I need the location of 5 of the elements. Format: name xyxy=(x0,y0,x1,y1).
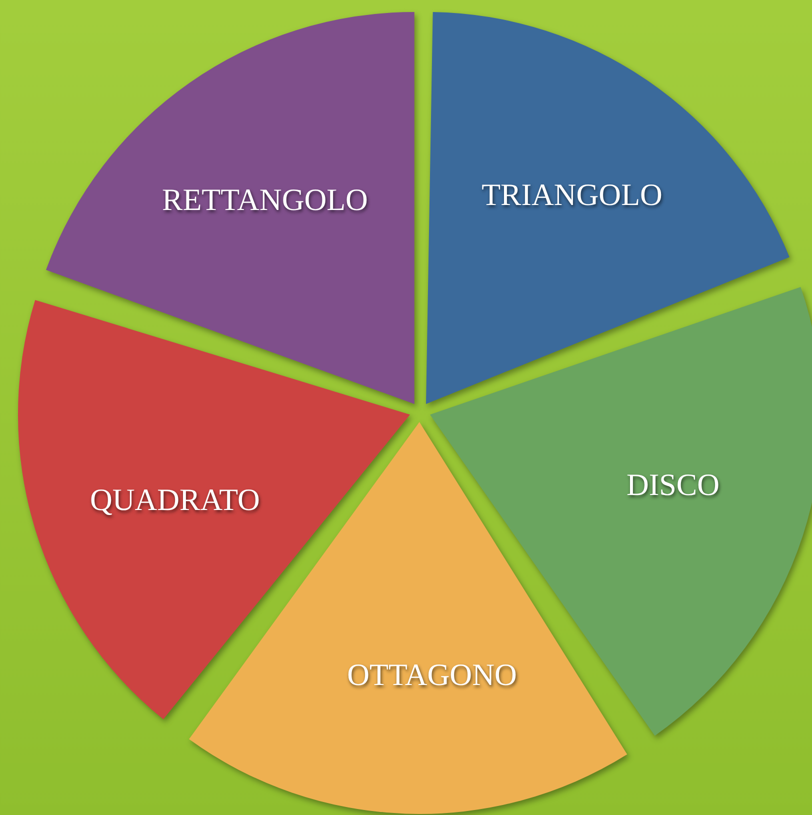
segment-label: RETTANGOLO xyxy=(162,182,368,218)
segment-label: TRIANGOLO xyxy=(482,176,662,213)
segment-label: QUADRATO xyxy=(90,482,260,518)
segment-label: OTTAGONO xyxy=(347,656,517,693)
segment-label: DISCO xyxy=(626,466,720,503)
